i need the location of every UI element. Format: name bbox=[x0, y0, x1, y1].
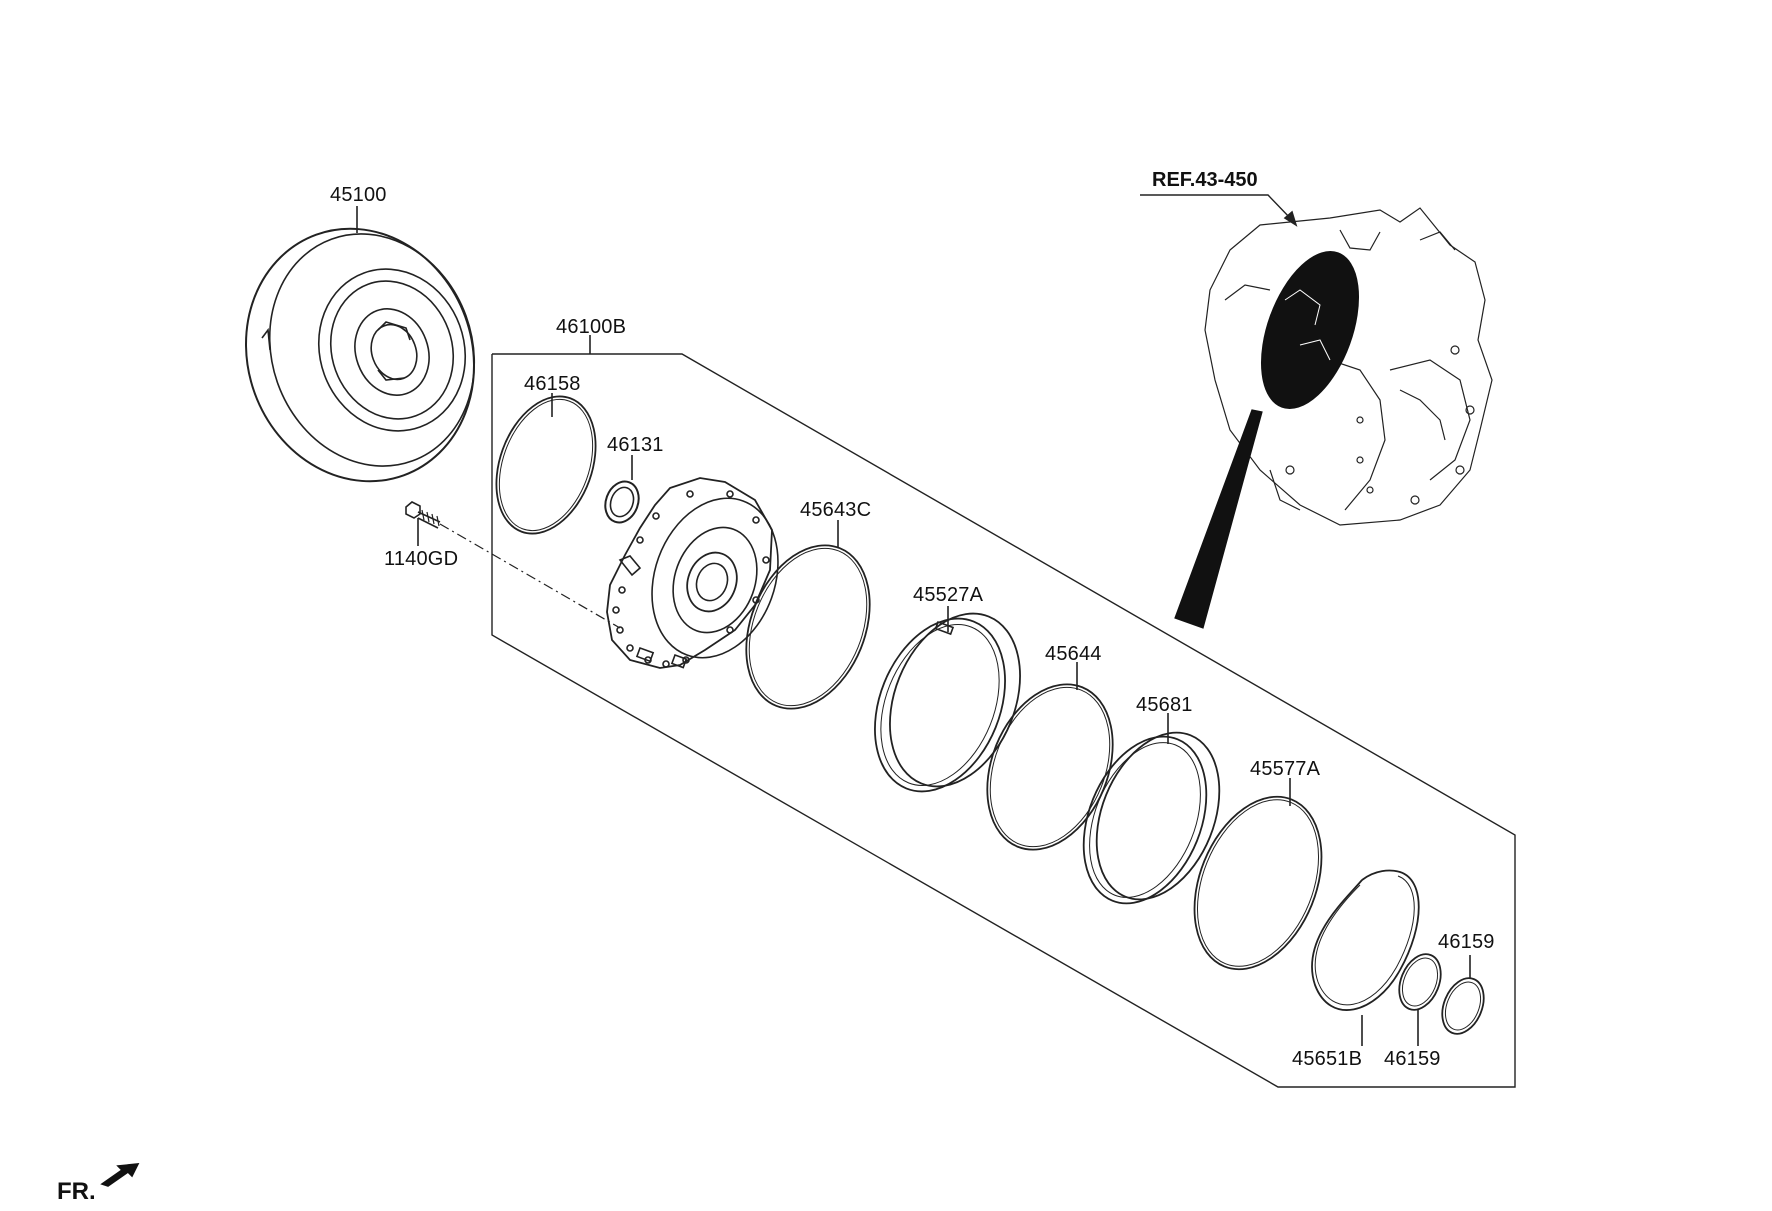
bolt-centerline bbox=[439, 523, 621, 629]
torque-converter-part[interactable] bbox=[211, 196, 509, 513]
small-seal-ring-part-46159-b[interactable] bbox=[1435, 972, 1492, 1040]
sleeve-part-45527A[interactable] bbox=[851, 594, 1045, 811]
part-label-45644: 45644 bbox=[1045, 643, 1102, 665]
bolt-part[interactable] bbox=[405, 501, 441, 529]
part-label-45681: 45681 bbox=[1136, 694, 1193, 716]
reference-label: REF.43-450 bbox=[1152, 169, 1258, 191]
seal-ring-part-45643C[interactable] bbox=[723, 527, 892, 727]
o-ring-part-46158[interactable] bbox=[478, 383, 613, 548]
oil-pump-part[interactable] bbox=[606, 477, 799, 676]
oil-seal-part[interactable] bbox=[600, 477, 644, 527]
snap-ring-part-45651B[interactable] bbox=[1311, 869, 1420, 1011]
small-seal-ring-inner-46159-a bbox=[1401, 957, 1439, 1007]
part-label-46100B: 46100B bbox=[556, 316, 627, 338]
small-seal-ring-part-46159-a[interactable] bbox=[1392, 948, 1449, 1016]
part-label-46159-b: 46159 bbox=[1438, 931, 1495, 953]
seal-ring-inner-45643C bbox=[748, 547, 868, 707]
small-seal-ring-inner-46159-b bbox=[1444, 981, 1482, 1031]
transmission-assembly-icon bbox=[1174, 207, 1493, 629]
arrow-icon bbox=[100, 1163, 140, 1187]
reference-arrowhead bbox=[1283, 210, 1298, 227]
part-label-45651B: 45651B bbox=[1292, 1048, 1363, 1070]
part-label-45577A: 45577A bbox=[1250, 758, 1321, 780]
part-label-46158: 46158 bbox=[524, 373, 581, 395]
seal-ring-part-45644[interactable] bbox=[964, 666, 1136, 869]
reference-leader bbox=[1140, 194, 1293, 221]
seal-ring-part-45577A[interactable] bbox=[1171, 778, 1346, 988]
assembly-outline bbox=[491, 353, 1516, 1088]
sleeve-part-45681[interactable] bbox=[1060, 714, 1242, 921]
part-label-45643C: 45643C bbox=[800, 499, 872, 521]
part-label-1140GD: 1140GD bbox=[384, 548, 459, 570]
seal-ring-inner-45644 bbox=[989, 686, 1111, 848]
snap-ring-inner-45651B bbox=[1314, 875, 1415, 1006]
front-direction-label: FR. bbox=[57, 1178, 96, 1205]
o-ring-inner-46158 bbox=[498, 398, 594, 532]
part-label-46131: 46131 bbox=[607, 434, 664, 456]
part-label-45100: 45100 bbox=[330, 184, 387, 206]
part-label-46159-a: 46159 bbox=[1384, 1048, 1441, 1070]
part-label-45527A: 45527A bbox=[913, 584, 984, 606]
